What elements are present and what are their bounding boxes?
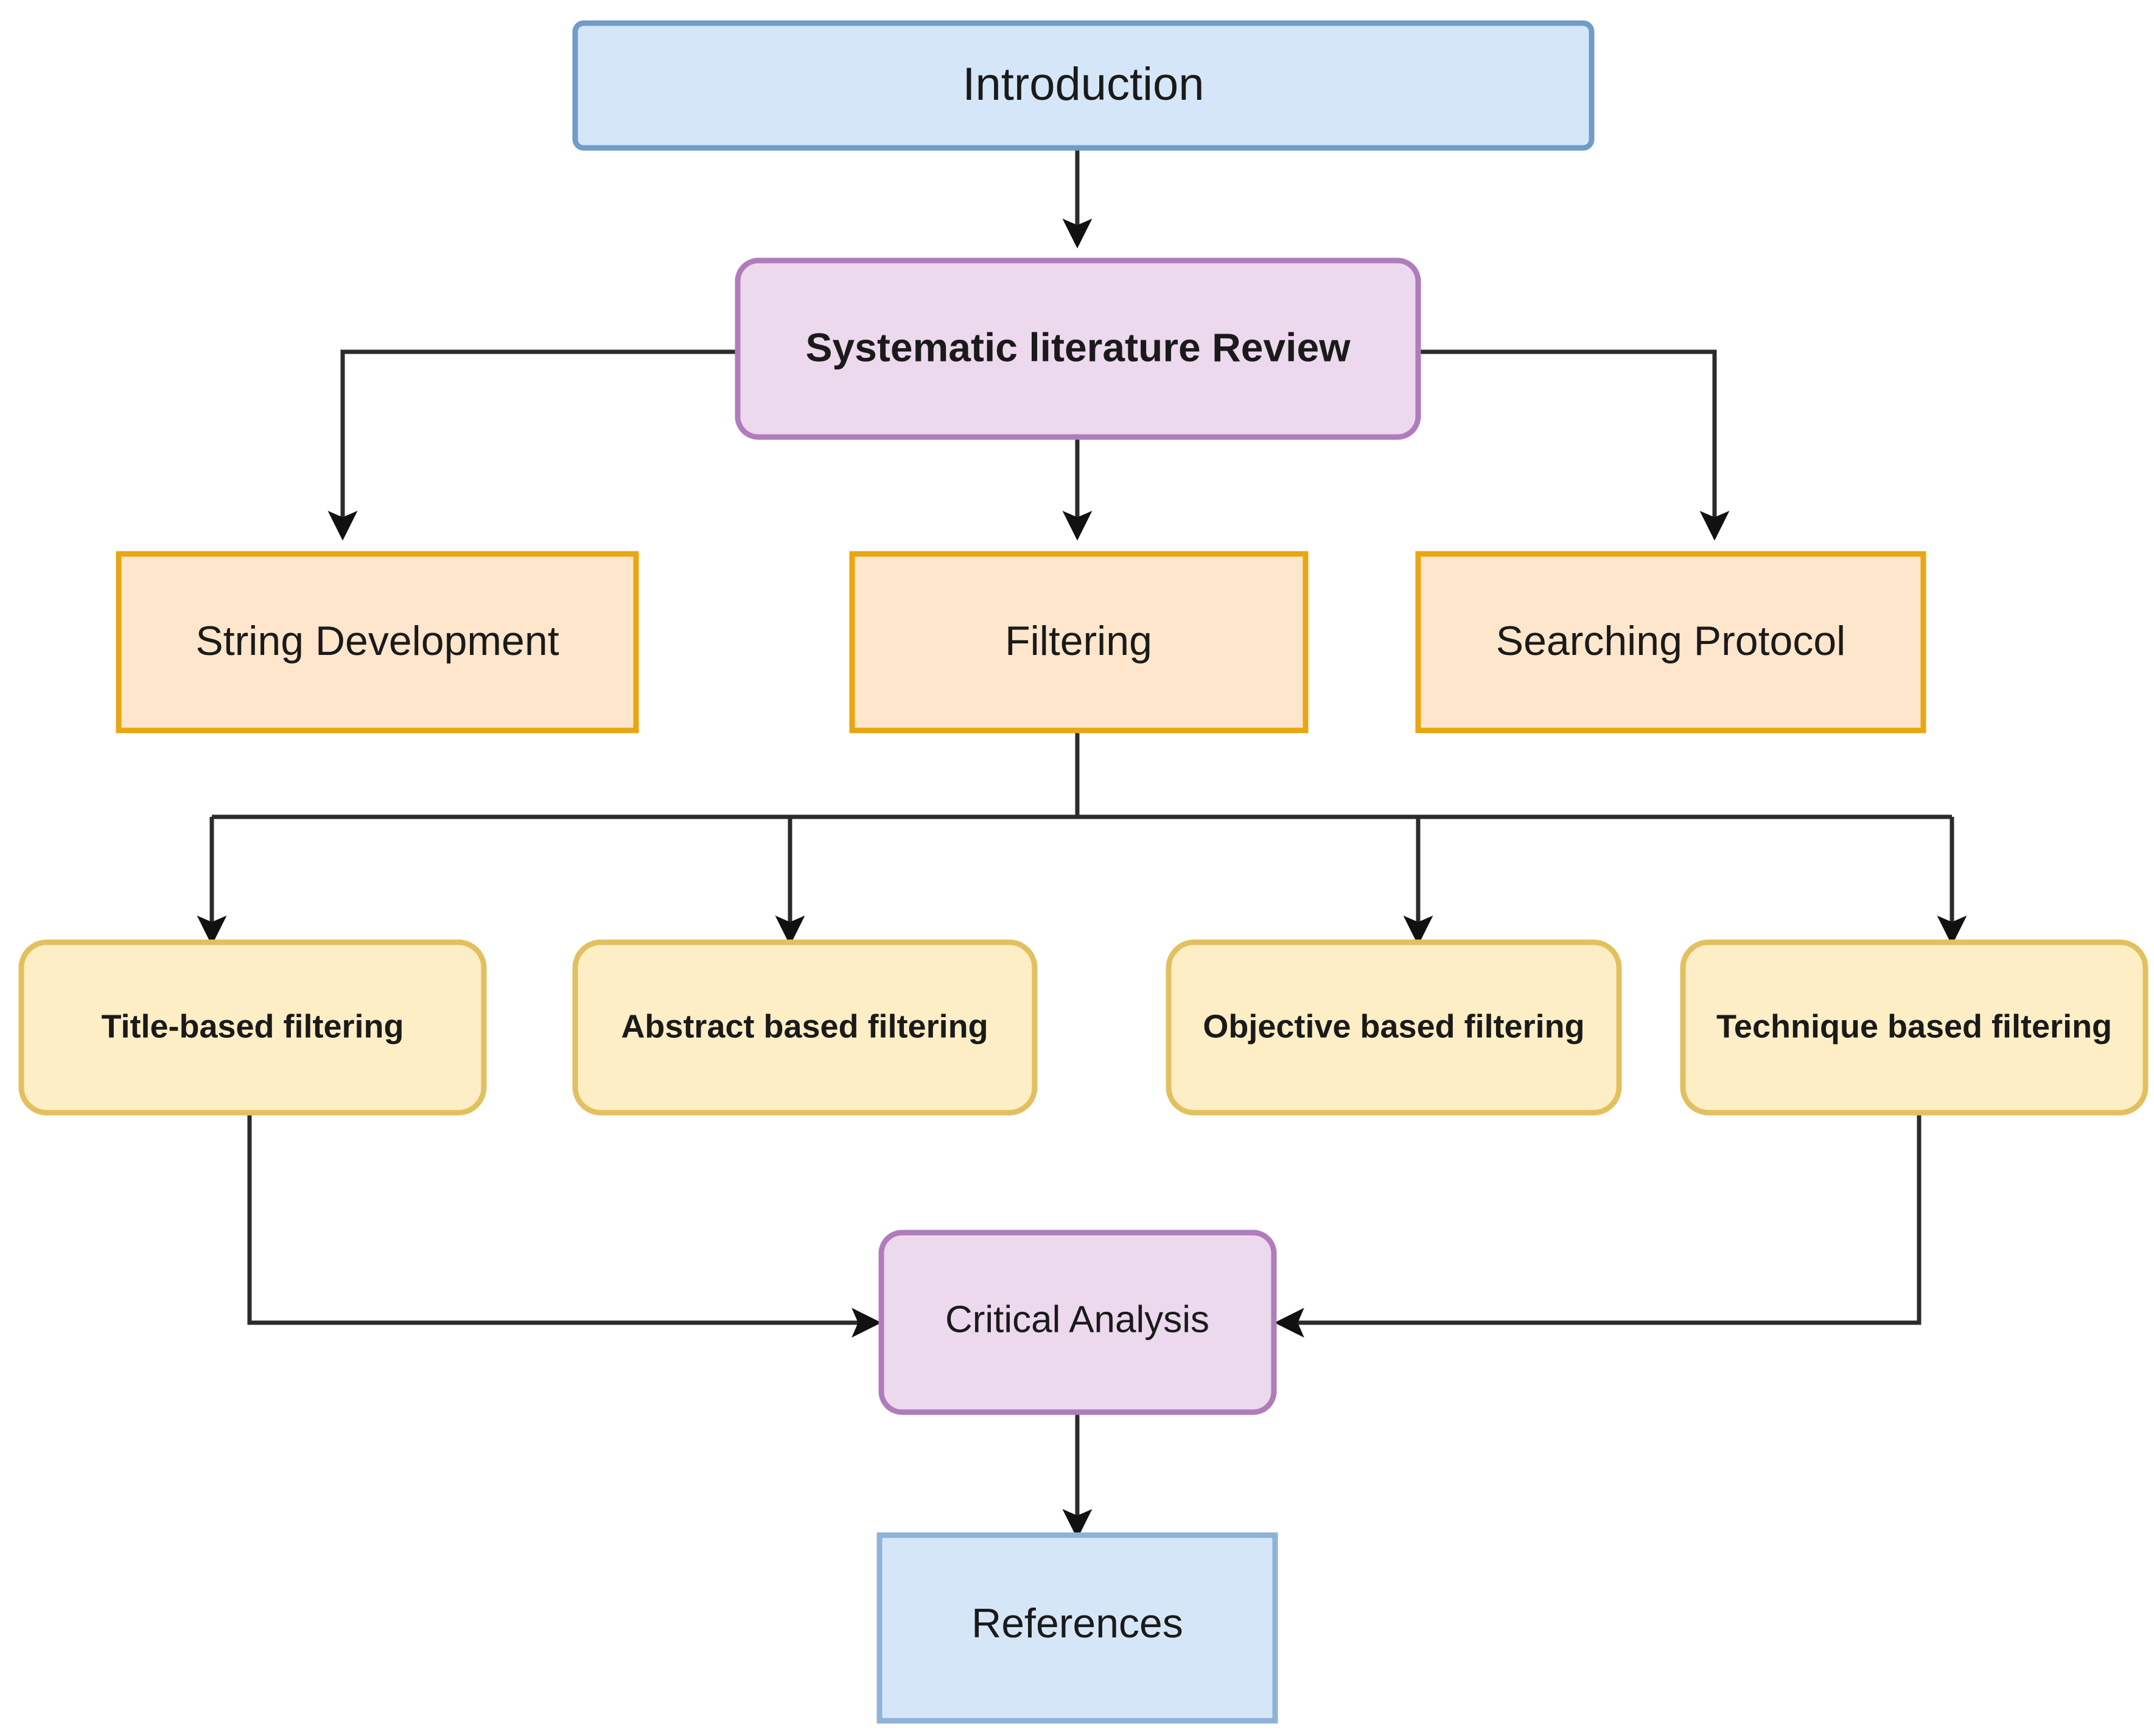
technique-based-filtering-box[interactable] [1680,939,2149,1116]
filtering-label: Filtering [1005,618,1152,664]
searching-protocol-label: Searching Protocol [1496,618,1846,664]
edge-slr-to-string-development [327,349,738,541]
title-based-filtering-label: Title-based filtering [101,1008,404,1045]
edge-slr-to-searching-protocol [1417,349,1730,541]
abstract-based-filtering-box[interactable] [572,939,1038,1116]
node-string-development[interactable]: String Development [116,551,639,733]
references-box[interactable] [876,1532,1278,1724]
systematic-literature-review-label: Systematic literature Review [805,324,1351,369]
node-introduction[interactable]: Introduction [572,20,1595,151]
title-based-filtering-box[interactable] [18,939,487,1116]
critical-analysis-label: Critical Analysis [945,1298,1209,1340]
node-systematic-literature-review[interactable]: Systematic literature Review [735,257,1421,440]
node-references[interactable]: References [876,1532,1278,1724]
node-objective-based-filtering[interactable]: Objective based filtering [1166,939,1622,1116]
string-development-label: String Development [195,618,559,664]
objective-based-filtering-box[interactable] [1166,939,1622,1116]
node-technique-based-filtering[interactable]: Technique based filtering [1680,939,2149,1116]
technique-based-filtering-label: Technique based filtering [1716,1008,2112,1045]
introduction-box[interactable] [572,20,1595,151]
node-title-based-filtering[interactable]: Title-based filtering [18,939,487,1116]
introduction-label: Introduction [962,58,1204,110]
filtering-box[interactable] [849,551,1309,733]
objective-based-filtering-label: Objective based filtering [1203,1008,1584,1045]
nodes-layer: Introduction Systematic literature Revie… [18,20,2149,1724]
abstract-based-filtering-label: Abstract based filtering [621,1008,988,1045]
edges-layer [197,146,1967,1539]
searching-protocol-box[interactable] [1415,551,1926,733]
node-critical-analysis[interactable]: Critical Analysis [878,1230,1277,1415]
critical-analysis-box[interactable] [878,1230,1277,1415]
string-development-box[interactable] [116,551,639,733]
node-abstract-based-filtering[interactable]: Abstract based filtering [572,939,1038,1116]
node-searching-protocol[interactable]: Searching Protocol [1415,551,1926,733]
systematic-literature-review-box[interactable] [735,257,1421,440]
references-label: References [971,1600,1183,1647]
edge-technique-based-filtering-to-critical-analysis [1274,1111,1921,1338]
node-filtering[interactable]: Filtering [849,551,1309,733]
edge-title-based-filtering-to-critical-analysis [247,1111,882,1338]
